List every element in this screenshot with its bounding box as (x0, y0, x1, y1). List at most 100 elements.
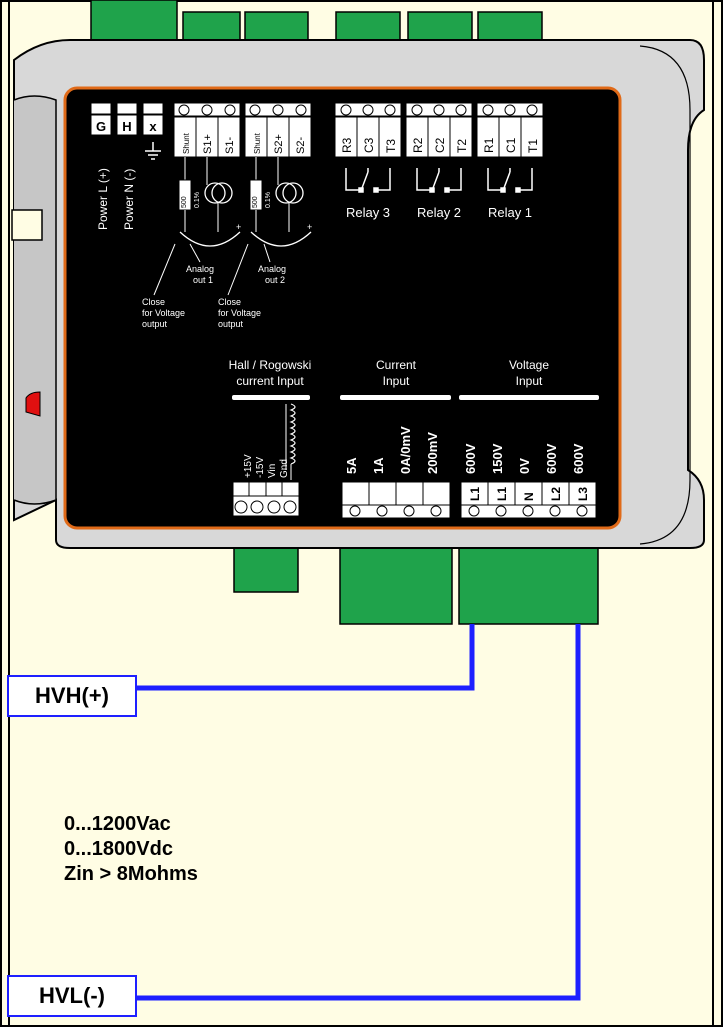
close-note-2-line3: output (218, 319, 244, 329)
voltage-terminal-block (460, 481, 597, 519)
analog1-s1minus-label: S1- (224, 137, 236, 154)
relay1-terminal-t: T1 (526, 139, 540, 153)
power-cell-x (142, 114, 164, 136)
relay-2-block: R2 C2 T2 Relay 2 (405, 102, 473, 220)
analog2-s2minus-label: S2- (295, 137, 307, 154)
hvl-label: HVL(-) (39, 983, 105, 1008)
power-terminal-x: x (142, 102, 164, 136)
power-terminal-h-label: H (122, 119, 131, 134)
close-note-1-line1: Close (142, 297, 165, 307)
relay3-terminal-c: C3 (362, 137, 376, 153)
rogowski-coil-icon (289, 403, 296, 465)
current-range-5a: 5A (344, 457, 359, 474)
current-title-line1: Current (376, 358, 417, 372)
power-terminal-h: H (116, 102, 138, 136)
hall-pin-minus15: -15V (255, 457, 266, 478)
analog-out1-line2: out 1 (193, 275, 213, 285)
voltage-terminal-l2: L2 (549, 487, 563, 501)
current-terminal-block (341, 481, 451, 519)
hall-title-line1: Hall / Rogowski (229, 358, 312, 372)
hvh-label-box: HVH(+) (7, 675, 137, 717)
power-n-label: Power N (-) (122, 169, 136, 230)
current-title-line2: Input (383, 374, 410, 388)
hall-title-bar (232, 395, 310, 400)
resistor-1-value: 500 (181, 196, 188, 208)
voltage-title-line1: Voltage (509, 358, 549, 372)
analog-block-1: Shunt S1+ S1- + 500 0.1% Analog out 1 Cl… (142, 102, 241, 329)
voltage-terminal-n: N (522, 492, 536, 501)
current-source-2-icon (275, 182, 297, 204)
voltage-range-1: 600V (463, 443, 478, 474)
analog2-shunt-label: Shunt (253, 132, 262, 154)
power-screw-x (142, 102, 164, 115)
voltage-range-4: 600V (544, 443, 559, 474)
analog2-screws (244, 102, 312, 158)
analog2-circuit: + (249, 157, 312, 247)
relay2-terminal-r: R2 (411, 137, 425, 153)
voltage-input-block: Voltage Input 600V 150V 0V 600V 600V L1 … (459, 358, 599, 519)
analog-out1-line1: Analog (186, 264, 214, 274)
spec-impedance: Zin > 8Mohms (64, 863, 198, 885)
svg-text:+: + (236, 222, 241, 232)
relay-3-label: Relay 3 (346, 205, 390, 220)
power-terminal-x-label: x (149, 119, 157, 134)
voltage-terminal-l1a: L1 (468, 487, 482, 501)
voltage-terminal-l1b: L1 (495, 487, 509, 501)
current-range-200mv: 200mV (425, 432, 440, 474)
power-cell-h (116, 114, 138, 136)
close-note-2-line1: Close (218, 297, 241, 307)
power-block: G H x Power L (+) Power N (-) (90, 102, 164, 230)
analog1-circuit: + (178, 157, 241, 247)
hall-pin-gnd: Gnd (279, 459, 290, 478)
voltage-terminal-l3: L3 (576, 487, 590, 501)
spec-dc-range: 0...1800Vdc (64, 838, 173, 860)
front-panel (63, 86, 622, 530)
relay-2-switch-icon (416, 168, 462, 193)
relay1-terminal-c: C1 (504, 137, 518, 153)
analog1-s1plus-label: S1+ (202, 134, 214, 154)
relay2-terminal-c: C2 (433, 137, 447, 153)
analog1-shunt-label: Shunt (182, 132, 191, 154)
relay2-terminal-t: T2 (455, 139, 469, 153)
power-terminal-g: G (90, 102, 112, 136)
resistor-1-tolerance: 0.1% (194, 192, 201, 208)
current-range-0a: 0A/0mV (398, 426, 413, 474)
relay-3-switch-icon (345, 168, 391, 193)
latch-tab (25, 391, 41, 417)
resistor-2-tolerance: 0.1% (265, 192, 272, 208)
resistor-2-value: 500 (252, 196, 259, 208)
analog2-s2plus-label: S2+ (273, 134, 285, 154)
close-note-1-line3: output (142, 319, 168, 329)
analog-block-2: Shunt S2+ S2- + 500 0.1% Analog out 2 Cl… (218, 102, 312, 329)
power-screw-g (90, 102, 112, 115)
hvh-label: HVH(+) (35, 683, 109, 708)
voltage-range-2: 150V (490, 443, 505, 474)
voltage-range-3: 0V (517, 458, 532, 474)
housing-left-clip (13, 95, 57, 505)
hall-pin-vin: Vin (267, 464, 278, 478)
input-spec-block: 0...1200Vac 0...1800Vdc Zin > 8Mohms (64, 812, 198, 887)
power-cell-g (90, 114, 112, 136)
voltage-title-bar (459, 395, 599, 400)
relay-3-block: R3 C3 T3 Relay 3 (334, 102, 402, 220)
current-range-1a: 1A (371, 457, 386, 474)
power-screw-h (116, 102, 138, 115)
relay-1-block: R1 C1 T1 Relay 1 (476, 102, 544, 220)
hall-input-block: Hall / Rogowski current Input +15V -15V … (229, 358, 312, 517)
power-terminal-g-label: G (96, 119, 106, 134)
close-note-1-line2: for Voltage (142, 308, 185, 318)
voltage-title-line2: Input (516, 374, 543, 388)
relay-2-label: Relay 2 (417, 205, 461, 220)
hall-pin-plus15: +15V (243, 454, 254, 478)
relay3-terminal-t: T3 (384, 139, 398, 153)
housing-slot (11, 209, 43, 241)
current-source-1-icon (204, 182, 226, 204)
housing-right-edge (639, 45, 691, 545)
hall-terminal-block (232, 481, 300, 517)
relay-1-label: Relay 1 (488, 205, 532, 220)
analog-out2-line1: Analog (258, 264, 286, 274)
hall-title-line2: current Input (236, 374, 304, 388)
